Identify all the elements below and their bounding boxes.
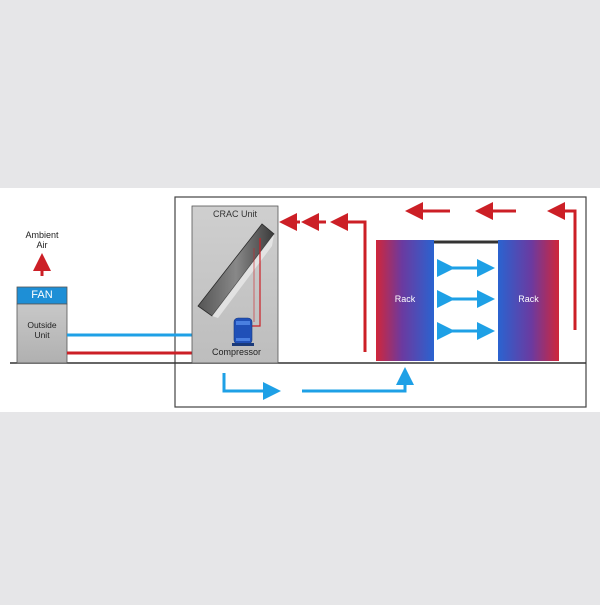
rack-right-label: Rack <box>518 294 539 304</box>
hot-air-rise-path <box>547 202 577 330</box>
rack-left <box>376 240 434 361</box>
ambient-air-label: Ambient Air <box>25 230 59 250</box>
outside-unit-box <box>16 303 68 364</box>
crac-unit-label: CRAC Unit <box>212 209 257 219</box>
rack-left-label: Rack <box>394 294 416 304</box>
outside-unit-label: Outside Unit <box>27 320 57 340</box>
cold-air-arrows <box>437 259 495 340</box>
compressor-icon <box>232 317 254 346</box>
compressor-label: Compressor <box>212 347 262 357</box>
hot-air-return-path <box>330 213 367 352</box>
coil-pipe-red <box>252 238 261 327</box>
fan-label: FAN <box>31 289 53 301</box>
building-outline <box>174 196 587 408</box>
underfloor-cold-air-path <box>222 373 281 400</box>
underfloor-cold-air-up <box>302 367 414 393</box>
rack-right <box>498 240 559 361</box>
